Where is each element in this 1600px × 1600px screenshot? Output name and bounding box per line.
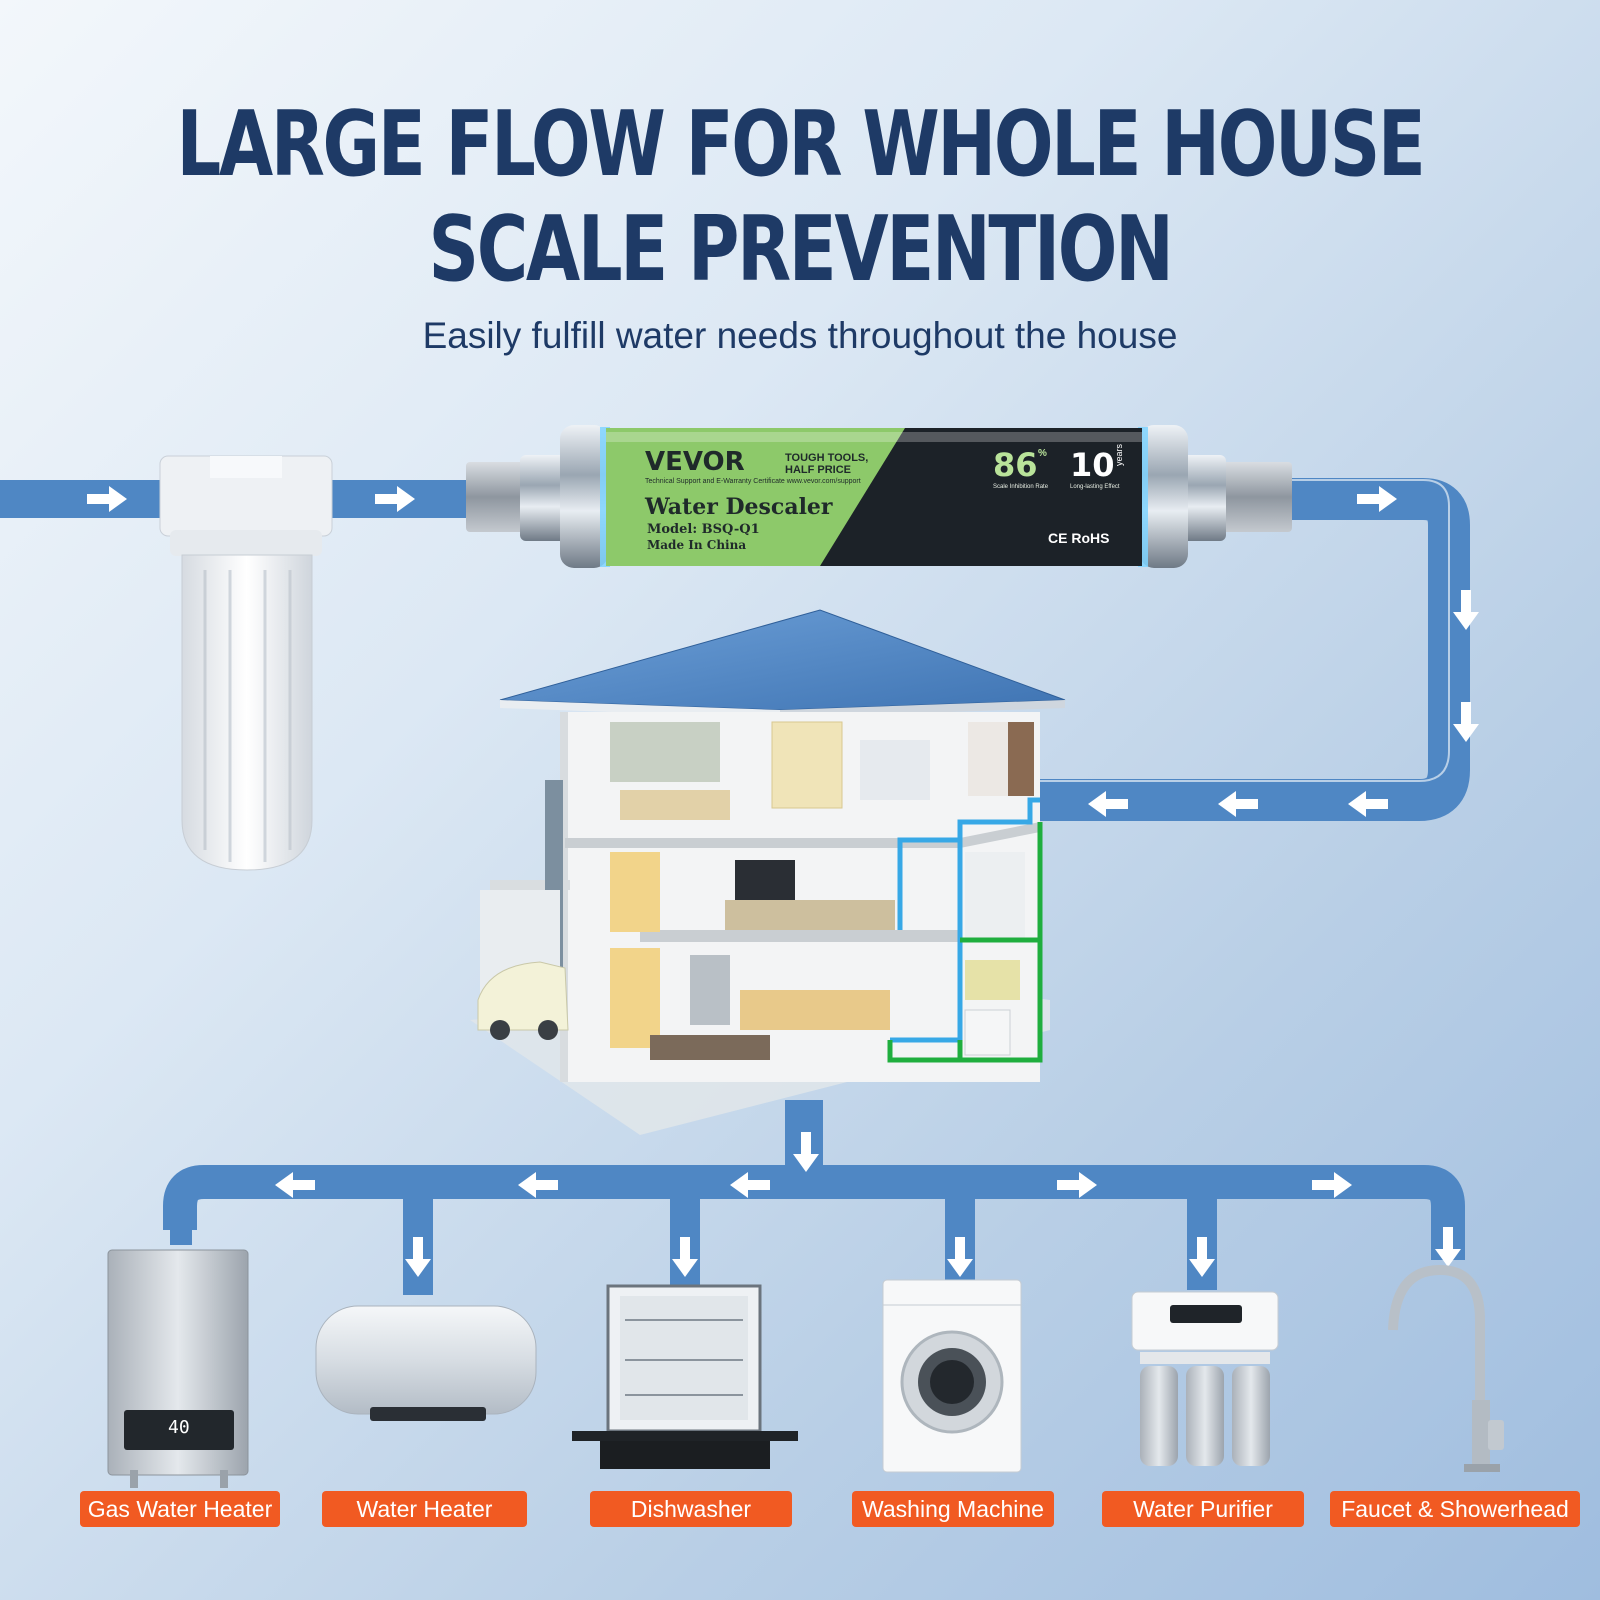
label-dishwasher: Dishwasher: [590, 1491, 792, 1527]
sediment-filter-housing: [159, 455, 333, 871]
brand-tagline-1: TOUGH TOOLS,: [785, 452, 869, 464]
effect-years-caption: Long-lasting Effect: [1070, 484, 1120, 490]
gas-water-heater-image: [107, 1249, 249, 1488]
scale-rate-value: 86: [993, 446, 1038, 484]
support-text: Technical Support and E-Warranty Certifi…: [645, 478, 861, 485]
origin-text: Made In China: [647, 538, 747, 552]
label-water-purifier: Water Purifier: [1102, 1491, 1304, 1527]
washing-machine-image: [882, 1279, 1022, 1473]
effect-years-unit: years: [1114, 443, 1124, 466]
certification-marks: CE RoHS: [1048, 530, 1110, 546]
water-purifier-image: [1131, 1291, 1279, 1466]
distribution-pipe: [163, 1100, 1465, 1295]
effect-years-value: 10: [1070, 446, 1115, 484]
scale-rate-unit: %: [1038, 448, 1047, 459]
headline-line-1: LARGE FLOW FOR WHOLE HOUSE: [176, 92, 1425, 197]
model-text: Model: BSQ-Q1: [647, 522, 760, 537]
label-water-heater: Water Heater: [322, 1491, 527, 1527]
headline-line-2: SCALE PREVENTION: [428, 197, 1173, 302]
subtitle: Easily fulfill water needs throughout th…: [422, 315, 1178, 356]
brand-logo: VEVOR: [645, 447, 745, 477]
outlet-pipe: [1040, 478, 1470, 821]
label-gas-water-heater: Gas Water Heater: [80, 1491, 280, 1527]
brand-tagline-2: HALF PRICE: [785, 464, 851, 476]
house-cutaway: [470, 609, 1066, 1135]
water-heater-image: [315, 1305, 537, 1421]
label-faucet-showerhead: Faucet & Showerhead: [1330, 1491, 1580, 1527]
dishwasher-image: [572, 1284, 798, 1469]
scale-rate-caption: Scale Inhibition Rate: [993, 484, 1049, 490]
heater-display-temp: 40: [168, 1417, 190, 1438]
water-descaler: [466, 425, 1292, 568]
faucet-image: [1388, 1264, 1504, 1472]
label-washing-machine: Washing Machine: [852, 1491, 1054, 1527]
product-name: Water Descaler: [645, 494, 833, 520]
